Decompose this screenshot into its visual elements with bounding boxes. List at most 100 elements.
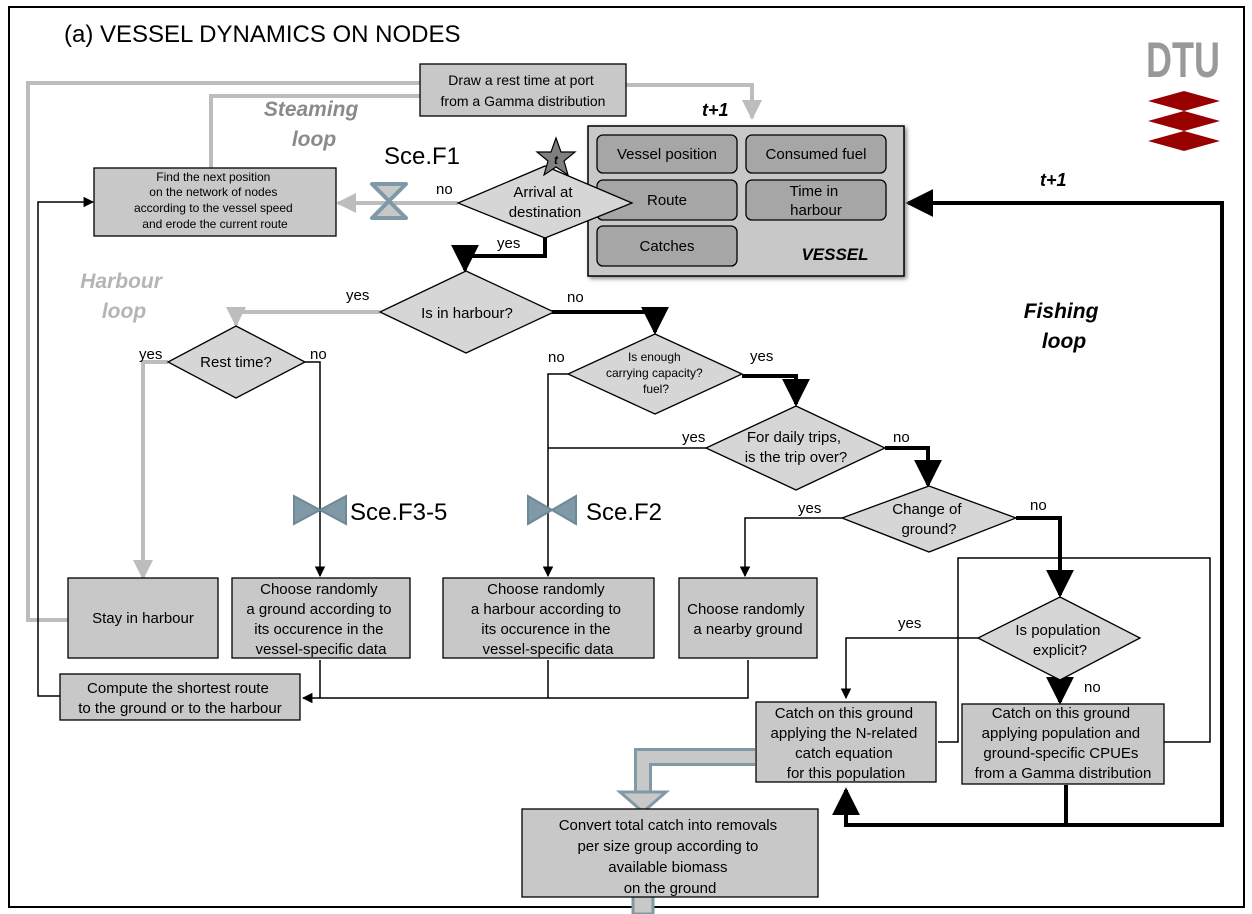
svg-text:Is in harbour?: Is in harbour?: [421, 305, 513, 322]
arrow-harbour-no: [552, 306, 669, 335]
label-capacity-yes: yes: [750, 348, 773, 365]
box-shortest-route: Compute the shortest route to the ground…: [59, 673, 301, 721]
svg-text:Choose randomly a harb: Choose randomly a harbour according to i…: [471, 581, 625, 658]
arrow-daily-no: [885, 446, 942, 488]
arrow-change-yes: [739, 517, 842, 578]
t-plus-one-top: t+1: [702, 100, 729, 120]
scenario-f2: Sce.F2: [586, 499, 662, 526]
arrow-rest-no: [305, 361, 326, 578]
svg-text:Route: Route: [647, 192, 687, 209]
vessel-item-route: Route: [596, 179, 738, 221]
vessel-panel: Vessel position Consumed fuel Route Time…: [587, 125, 905, 277]
arrow-fishing-loop: [846, 203, 1224, 827]
label-arrival-yes: yes: [497, 235, 520, 252]
svg-text:Catch on this ground a: Catch on this ground applying population…: [975, 705, 1152, 782]
box-catch-gamma: Catch on this ground applying population…: [961, 703, 1165, 785]
box-choose-ground: Choose randomly a ground according to it…: [231, 577, 411, 659]
box-convert-catch: Convert total catch into removals per si…: [521, 808, 819, 898]
svg-text:Is population explicit: Is population explicit?: [1015, 622, 1104, 659]
scenario-f1: Sce.F1: [384, 143, 460, 170]
arrow-merge-bottom: [319, 660, 749, 699]
arrow-harbour-yes: [226, 307, 380, 327]
arrow-catch-loop: [938, 557, 1211, 743]
box-stay-in-harbour: Stay in harbour: [67, 577, 219, 659]
arrow-head-to-convert: [615, 790, 671, 814]
svg-text:Rest time?: Rest time?: [200, 354, 272, 371]
svg-text:Change of ground?: Change of ground?: [892, 501, 965, 538]
svg-text:Vessel position: Vessel position: [617, 146, 717, 163]
steaming-loop-label: Steaming loop: [264, 98, 364, 151]
label-rest-no: no: [310, 346, 327, 363]
svg-text:Catch on this ground a: Catch on this ground applying the N-rela…: [771, 705, 922, 782]
arrow-rest-yes: [133, 360, 168, 580]
svg-text:Convert total catch into remov: Convert total catch into removals per si…: [559, 817, 782, 897]
box-nearby-ground: Choose randomly a nearby ground: [678, 577, 818, 659]
vessel-item-catches: Catches: [596, 225, 738, 267]
label-population-no: no: [1084, 679, 1101, 696]
fishing-loop-label: Fishing loop: [1024, 300, 1105, 353]
bowtie-icon-f2: [527, 494, 577, 526]
svg-text:Choose randomly a near: Choose randomly a nearby ground: [687, 601, 809, 638]
star-icon: t: [535, 136, 577, 177]
diamond-capacity: Is enough carrying capacity? fuel?: [566, 333, 744, 415]
t-plus-one-right: t+1: [1040, 170, 1067, 190]
label-capacity-no: no: [548, 349, 565, 366]
svg-text:Stay in harbour: Stay in harbour: [92, 610, 194, 627]
harbour-loop-label: Harbour loop: [80, 270, 168, 323]
label-harbour-no: no: [567, 289, 584, 306]
arrow-steaming-loop: [209, 94, 420, 168]
vessel-item-time-in-harbour: Time in harbour: [745, 179, 887, 221]
svg-text:Compute the shortest route: Compute the shortest route to the ground…: [78, 680, 281, 717]
diamond-daily-trips: For daily trips, is the trip over?: [704, 405, 887, 491]
edge-labels: no yes yes no yes no no yes yes no yes n…: [139, 181, 1101, 696]
diamond-change-ground: Change of ground?: [840, 485, 1018, 553]
diamond-is-in-harbour: Is in harbour?: [378, 270, 556, 354]
svg-text:Consumed fuel: Consumed fuel: [766, 146, 867, 163]
label-change-no: no: [1030, 497, 1047, 514]
svg-text:Draw a rest time at port: Draw a rest time at port from a Gamma di…: [441, 72, 606, 109]
arrow-capacity-no: [542, 373, 568, 578]
arrow-change-no: [1016, 516, 1074, 598]
diamond-rest-time: Rest time?: [166, 325, 307, 399]
arrow-shortest-to-next: [37, 196, 95, 697]
label-rest-yes: yes: [139, 346, 162, 363]
label-change-yes: yes: [798, 500, 821, 517]
svg-text:Catches: Catches: [639, 238, 694, 255]
arrow-stay-loop: [26, 81, 420, 622]
page-title: (a) VESSEL DYNAMICS ON NODES: [64, 21, 461, 48]
svg-text:For daily trips, is th: For daily trips, is the trip over?: [745, 429, 848, 466]
diamond-population-explicit: Is population explicit?: [976, 596, 1142, 681]
vessel-label: VESSEL: [801, 245, 868, 264]
label-arrival-no: no: [436, 181, 453, 198]
dtu-logo: DTU: [1146, 33, 1220, 151]
arrow-population-yes: [840, 637, 978, 700]
label-population-yes: yes: [898, 615, 921, 632]
box-next-position: Find the next position on the network of…: [93, 167, 337, 237]
vessel-item-position: Vessel position: [596, 134, 738, 174]
svg-text:t: t: [554, 153, 559, 167]
logo-text: DTU: [1146, 33, 1220, 88]
svg-text:Arrival at destination: Arrival at destination: [509, 184, 582, 221]
arrow-capacity-yes: [742, 374, 810, 407]
svg-text:Find the next position: Find the next position on the network of…: [134, 170, 296, 231]
bowtie-icon-f3-5: [293, 494, 347, 526]
svg-text:Choose randomly a grou: Choose randomly a ground according to it…: [246, 581, 395, 658]
box-choose-harbour: Choose randomly a harbour according to i…: [442, 577, 655, 659]
arrow-arrival-yes: [451, 238, 547, 273]
arrow-rest-to-vessel: [626, 83, 762, 120]
vessel-item-fuel: Consumed fuel: [745, 134, 887, 174]
diamond-arrival: Arrival at destination: [456, 165, 634, 239]
label-daily-yes: yes: [682, 429, 705, 446]
box-rest-time: Draw a rest time at port from a Gamma di…: [419, 63, 627, 117]
svg-text:Time in harbour: Time in harbour: [790, 183, 843, 219]
label-daily-no: no: [893, 429, 910, 446]
arrow-fishing-bottom: [832, 785, 1068, 827]
scenario-f3-5: Sce.F3-5: [350, 499, 447, 526]
logo-waves: [1148, 91, 1220, 151]
hourglass-icon: [370, 182, 408, 220]
svg-text:Is enough carrying cap: Is enough carrying capacity? fuel?: [606, 350, 706, 396]
diagram-frame: [8, 6, 1245, 908]
arrow-stub-bottom: [631, 894, 655, 914]
